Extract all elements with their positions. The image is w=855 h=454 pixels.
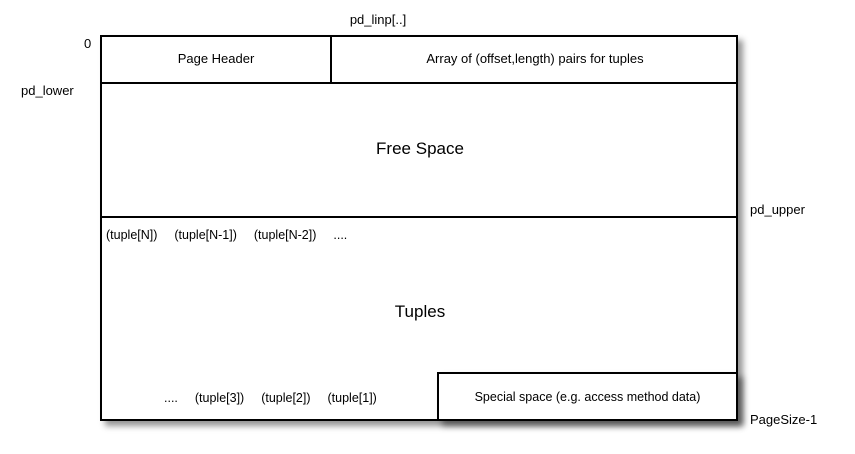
label-pd-linp: pd_linp[..] xyxy=(349,12,407,27)
band-label-free-space: Free Space xyxy=(376,139,464,158)
label-pd-lower: pd_lower xyxy=(21,83,74,98)
tuple-run-bottom: .... (tuple[3]) (tuple[2]) (tuple[1]) xyxy=(164,392,377,405)
tuple-item: (tuple[1]) xyxy=(327,391,377,405)
special-space-label: Special space (e.g. access method data) xyxy=(474,389,701,404)
label-origin-offset: 0 xyxy=(84,36,92,51)
tuple-item: (tuple[N]) xyxy=(106,228,158,242)
label-pd-upper: pd_upper xyxy=(750,202,805,217)
page-layout-box: Page Header Array of (offset,length) pai… xyxy=(100,35,738,421)
tuple-run-top: (tuple[N]) (tuple[N-1]) (tuple[N-2]) ...… xyxy=(106,229,347,242)
band-label-page-header: Page Header xyxy=(177,51,255,66)
pd-lower-divider xyxy=(102,82,736,84)
tuple-item: (tuple[3]) xyxy=(194,391,245,405)
label-pagesize-minus-one: PageSize-1 xyxy=(750,412,818,427)
special-space-box: Special space (e.g. access method data) xyxy=(437,372,738,421)
tuple-ellipsis: .... xyxy=(333,228,348,242)
pd-upper-divider xyxy=(102,216,736,218)
band-label-line-pointer-array: Array of (offset,length) pairs for tuple… xyxy=(426,51,644,66)
tuple-item: (tuple[N-1]) xyxy=(174,228,237,242)
tuple-ellipsis: .... xyxy=(164,391,178,405)
tuple-item: (tuple[2]) xyxy=(261,391,311,405)
band-label-tuples: Tuples xyxy=(394,302,446,321)
header-row-divider xyxy=(330,37,332,82)
tuple-item: (tuple[N-2]) xyxy=(253,228,317,242)
